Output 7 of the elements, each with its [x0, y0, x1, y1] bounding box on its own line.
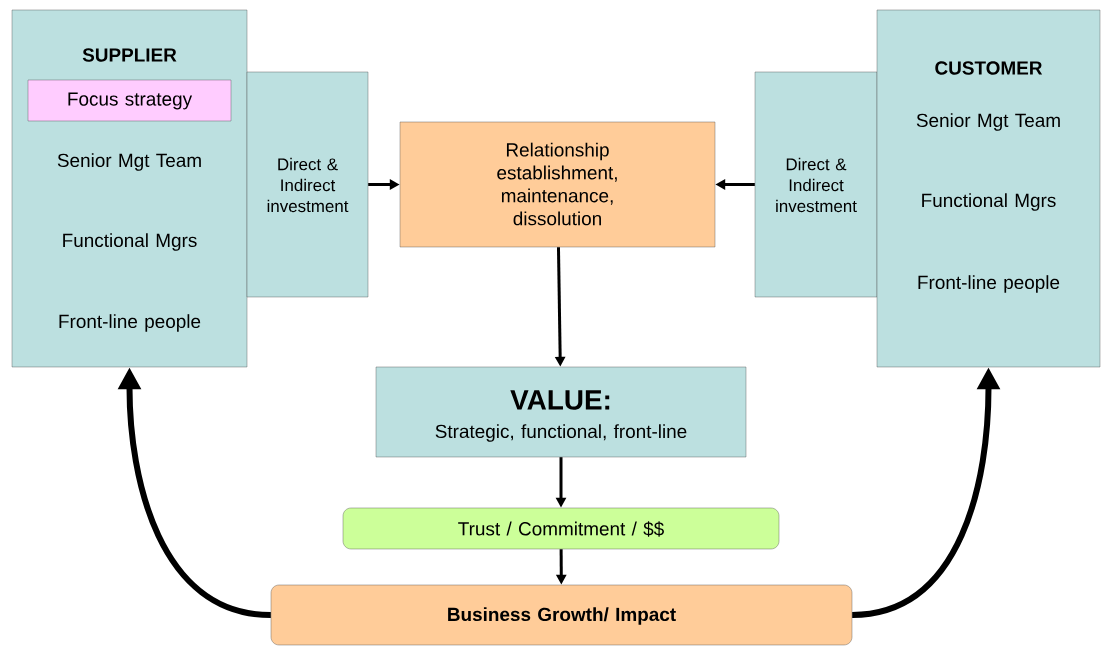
strategy-box: Focus strategy — [27, 79, 232, 122]
investment-box: Direct & Indirect investment — [754, 71, 878, 298]
trust-box: Trust / Commitment / $$ — [342, 507, 780, 550]
process-box: Relationship establishment, maintenance, dissolution — [399, 121, 716, 248]
value-box: VALUE: Strategic, functional, front-line — [375, 366, 747, 458]
investment-box: Direct & Indirect investment — [246, 71, 369, 298]
outcome-box: Business Growth/ Impact — [270, 584, 853, 646]
